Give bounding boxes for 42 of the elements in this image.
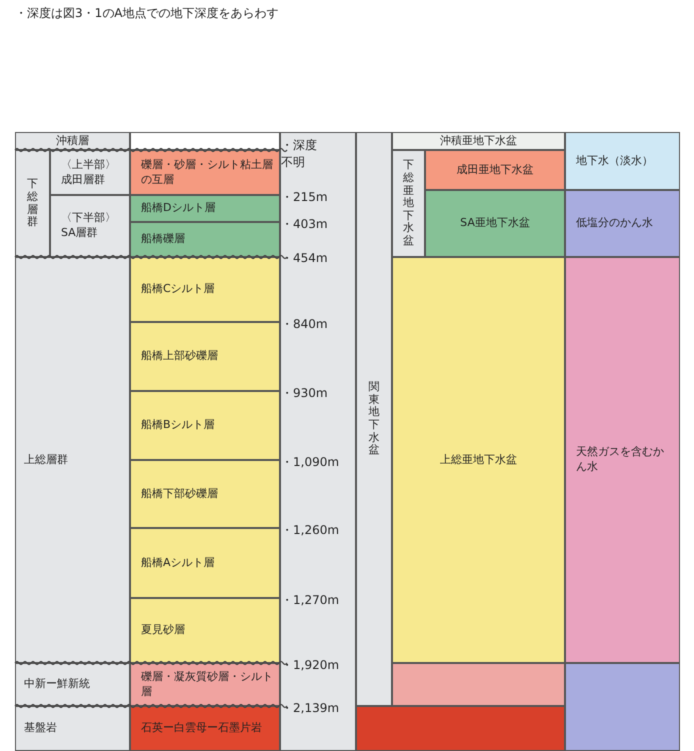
aquifer-cell: 下総亜地下水盆 xyxy=(392,150,425,257)
stratum-cell: 船橋下部砂礫層 xyxy=(130,460,280,528)
stratum-cell: 上総層群 xyxy=(15,257,130,663)
depth-label: ・1,920m xyxy=(281,657,340,674)
depth-label: ・1,270m xyxy=(281,592,340,609)
aquifer-cell: 沖積亜地下水盆 xyxy=(392,132,565,150)
aquifer-cell: 成田亜地下水盆 xyxy=(425,150,565,190)
basin-column: 関東地下水盆 xyxy=(356,132,392,706)
stratum-cell: 船橋礫層 xyxy=(130,222,280,257)
depth-label: ・2,139m xyxy=(281,700,340,717)
stratum-cell: 船橋上部砂礫層 xyxy=(130,322,280,391)
water-type-cell: 地下水（淡水） xyxy=(565,132,680,190)
depth-label: ・1,260m xyxy=(281,522,340,539)
stratum-cell: 下総層群 xyxy=(15,150,50,257)
stratum-cell: 石英ー白雲母ー石墨片岩 xyxy=(130,706,280,751)
aquifer-cell xyxy=(356,706,565,751)
stratum-cell: 礫層・砂層・シルト粘土層の互層 xyxy=(130,150,280,195)
stratum-cell: 船橋Cシルト層 xyxy=(130,257,280,322)
stratum-cell: 夏見砂層 xyxy=(130,598,280,663)
depth-label: ・403m xyxy=(281,216,328,233)
water-type-cell: 低塩分のかん水 xyxy=(565,190,680,257)
stratum-cell: 船橋Aシルト層 xyxy=(130,528,280,598)
aquifer-cell: 上総亜地下水盆 xyxy=(392,257,565,663)
water-type-cell: 天然ガスを含むかん水 xyxy=(565,257,680,663)
depth-label: ・930m xyxy=(281,385,328,402)
stratum-cell: 〈下半部〉SA層群 xyxy=(50,195,130,257)
stratum-cell: 基盤岩 xyxy=(15,706,130,751)
depth-label: ・1,090m xyxy=(281,454,340,471)
water-type-cell xyxy=(565,663,680,751)
note-text: ・深度は図3・1のA地点での地下深度をあらわす xyxy=(15,5,278,22)
depth-label: ・840m xyxy=(281,316,328,333)
stratum-cell: 礫層・凝灰質砂層・シルト層 xyxy=(130,663,280,706)
depth-label: ・215m xyxy=(281,189,328,206)
depth-label: ・454m xyxy=(281,250,328,267)
stratum-cell: 船橋Dシルト層 xyxy=(130,195,280,222)
stratum-cell: 〈上半部〉成田層群 xyxy=(50,150,130,195)
aquifer-cell xyxy=(392,663,565,706)
stratum-cell: 沖積層 xyxy=(15,132,130,150)
stratum-cell: 船橋Bシルト層 xyxy=(130,391,280,460)
depth-label: ・深度不明 xyxy=(281,137,318,171)
aquifer-cell: SA亜地下水盆 xyxy=(425,190,565,257)
stratum-cell: 中新ー鮮新統 xyxy=(15,663,130,706)
